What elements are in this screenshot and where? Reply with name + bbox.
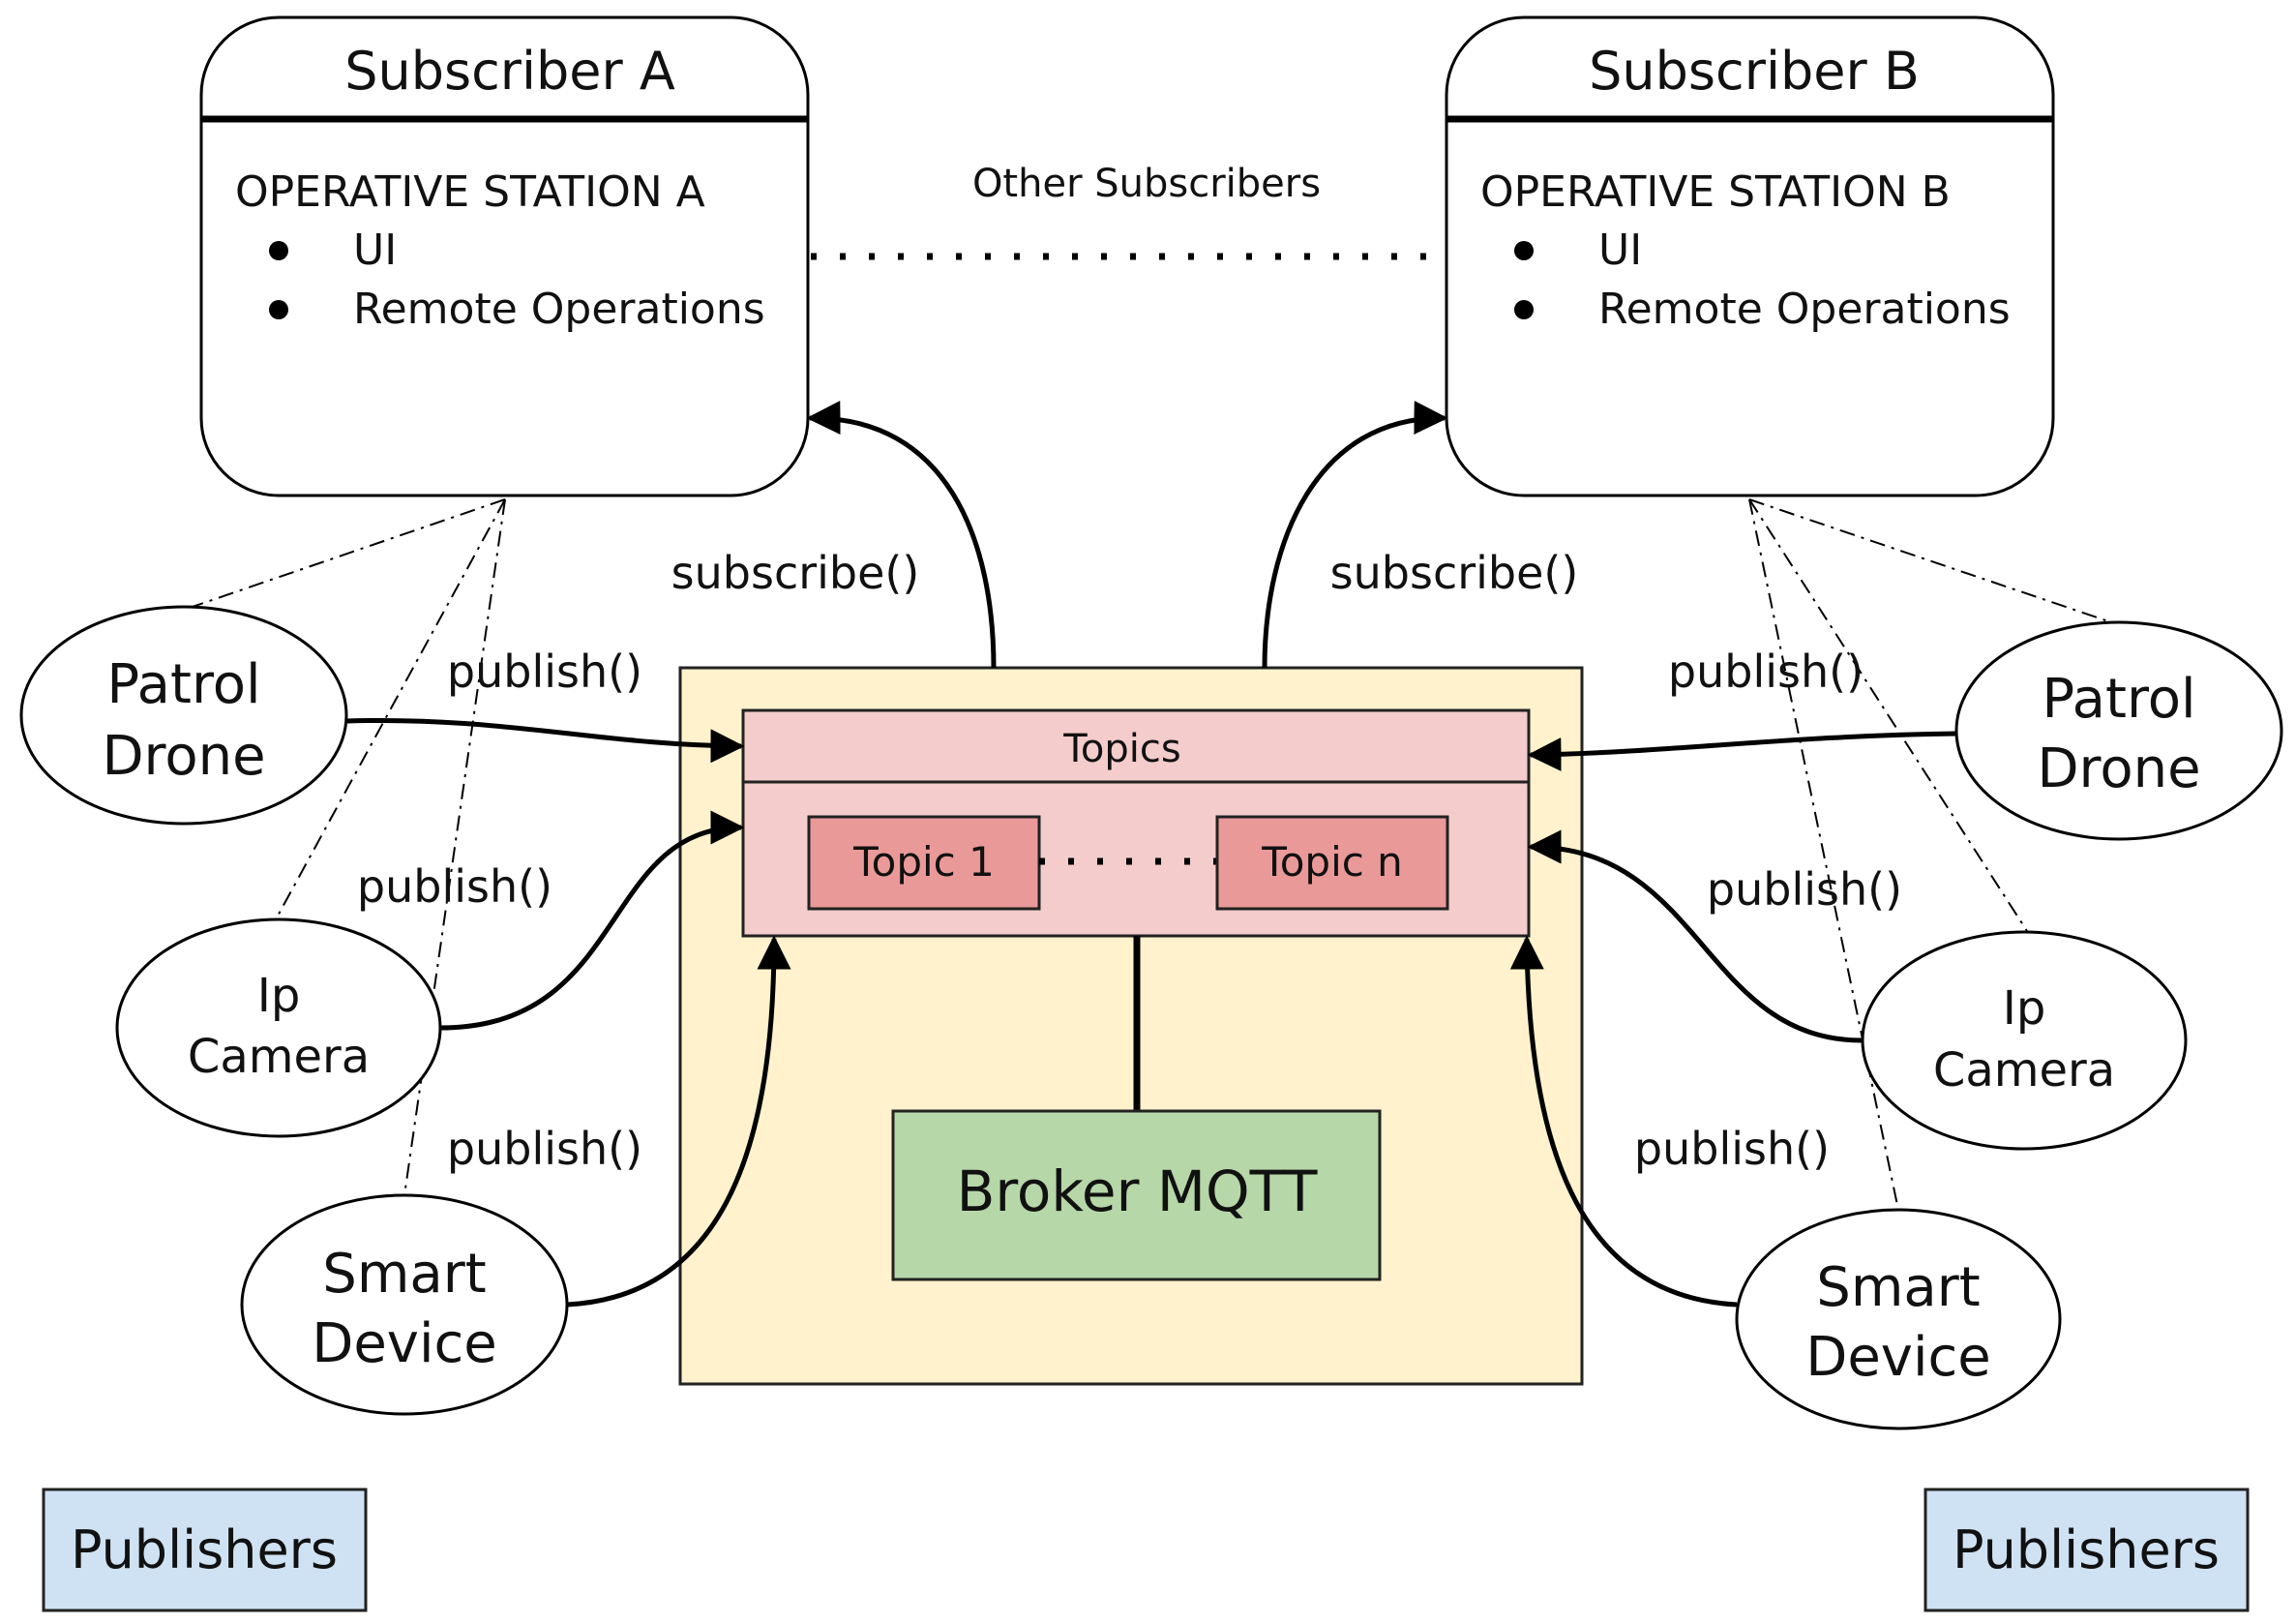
publish-arrow-camera-right — [1527, 829, 1864, 1043]
subscribe-arrow-b — [1262, 401, 1448, 669]
topic-n-box — [1215, 815, 1449, 911]
subscriber-b-item-remote: Remote Operations — [1598, 285, 2011, 334]
publish-arrow-device-right — [1509, 935, 1738, 1308]
ip-camera-right — [1861, 930, 2188, 1151]
publish-arrow-drone-left — [345, 717, 745, 764]
patrol-drone-right-line1: Patrol — [2042, 668, 2195, 731]
subscriber-a-item-ui: UI — [353, 226, 397, 275]
smart-device-right-line1: Smart — [1816, 1256, 1980, 1319]
subscribe-label-a: subscribe() — [671, 547, 920, 599]
subscriber-b-title: Subscriber B — [1589, 41, 1920, 102]
patrol-drone-left — [19, 605, 348, 826]
broker-mqtt-label: Broker MQTT — [957, 1158, 1318, 1224]
publishers-label-left: Publishers — [71, 1519, 338, 1580]
ip-camera-left-line1: Ip — [257, 969, 301, 1023]
ownership-lines-right — [1748, 498, 2115, 1211]
topic-1-box — [807, 815, 1041, 911]
publish-label-drone-right: publish() — [1668, 646, 1864, 698]
publishers-label-right: Publishers — [1953, 1519, 2220, 1580]
subscriber-a-title: Subscriber A — [344, 41, 675, 102]
smart-device-right — [1735, 1208, 2062, 1430]
ip-camera-right-line2: Camera — [1933, 1043, 2115, 1098]
publish-arrow-device-left — [566, 935, 791, 1308]
publish-arrow-drone-right — [1527, 731, 1957, 772]
subscriber-b-box — [1445, 15, 2055, 497]
other-subscribers-label: Other Subscribers — [972, 162, 1321, 206]
bullet-icon — [1514, 241, 1534, 260]
subscriber-a-station: OPERATIVE STATION A — [235, 167, 705, 217]
subscribe-label-b: subscribe() — [1330, 547, 1579, 599]
subscriber-b-station: OPERATIVE STATION B — [1480, 167, 1951, 217]
patrol-drone-left-line2: Drone — [102, 725, 265, 788]
publish-label-camera-left: publish() — [357, 860, 552, 913]
subscriber-a-box — [199, 15, 810, 497]
patrol-drone-left-line1: Patrol — [106, 653, 260, 716]
bullet-icon — [1514, 300, 1534, 319]
topic-n-label: Topic n — [1261, 838, 1403, 886]
publish-label-drone-left: publish() — [447, 646, 642, 698]
subscriber-b-item-ui: UI — [1598, 226, 1642, 275]
smart-device-left-line1: Smart — [322, 1243, 486, 1306]
ip-camera-left — [115, 917, 442, 1138]
ip-camera-right-line1: Ip — [2003, 981, 2046, 1036]
subscriber-a-item-remote: Remote Operations — [353, 285, 765, 334]
publish-arrow-camera-left — [439, 810, 745, 1031]
publish-label-device-left: publish() — [447, 1123, 642, 1175]
broker-mqtt-box — [891, 1109, 1382, 1281]
ip-camera-left-line2: Camera — [188, 1030, 370, 1084]
publish-label-device-right: publish() — [1634, 1123, 1830, 1175]
patrol-drone-right — [1954, 620, 2283, 841]
publishers-box-left — [42, 1488, 368, 1612]
topic-1-label: Topic 1 — [852, 838, 995, 886]
bullet-icon — [269, 241, 288, 260]
smart-device-right-line2: Device — [1805, 1326, 1991, 1389]
topics-header: Topics — [1062, 727, 1180, 771]
smart-device-left-line2: Device — [312, 1312, 497, 1375]
bullet-icon — [269, 300, 288, 319]
patrol-drone-right-line2: Drone — [2037, 737, 2200, 800]
subscribe-arrow-a — [806, 401, 997, 669]
publish-label-camera-right: publish() — [1707, 863, 1902, 916]
publishers-box-right — [1923, 1488, 2250, 1612]
